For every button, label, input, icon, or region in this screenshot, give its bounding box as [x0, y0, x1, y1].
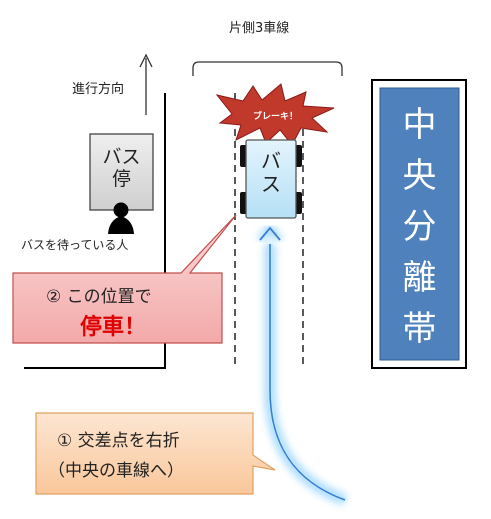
stop-callout-line2: 停車！: [80, 315, 147, 340]
median-char-2: 央: [402, 156, 437, 197]
up-arrow-icon: [139, 53, 153, 115]
turn-callout-line2: （中央の車線へ）: [48, 461, 184, 481]
median-char-4: 離: [402, 258, 437, 299]
lanes-label: 片側3車線: [229, 21, 290, 36]
median-char-3: 分: [402, 207, 437, 248]
median-char-5: 帯: [402, 309, 437, 350]
bus-vehicle: [240, 139, 302, 219]
brake-label: ブレーキ！: [253, 112, 299, 122]
bus-label: バ ス: [246, 150, 296, 196]
bus-label-line1: バ: [261, 149, 281, 173]
turn-callout-line1: ① 交差点を右折: [57, 431, 180, 451]
bus-stop-sign-line1: バス: [102, 146, 141, 168]
waiting-person-label: バスを待っている人: [21, 238, 129, 252]
left-curb: [24, 93, 166, 369]
median-label: 中 央 分 離 帯: [380, 105, 459, 350]
turn-path-arrow: [257, 222, 347, 506]
lanes-brace: [192, 61, 343, 76]
stop-callout-bubble: [12, 214, 237, 344]
direction-label: 進行方向: [72, 82, 125, 97]
median-strip: [379, 87, 460, 361]
stop-callout-line1: ② この位置で: [46, 287, 152, 307]
bus-stop-sign-text: バス 停: [90, 146, 153, 191]
bus-stop-sign-line2: 停: [111, 167, 131, 190]
bus-label-line2: ス: [261, 172, 281, 196]
median-char-1: 中: [402, 105, 437, 145]
person-icon: [108, 202, 134, 234]
turn-callout-bubble: [35, 412, 276, 495]
bus-stop-sign: [89, 133, 154, 211]
brake-burst-icon: [215, 83, 335, 146]
bus-body: [245, 139, 297, 219]
